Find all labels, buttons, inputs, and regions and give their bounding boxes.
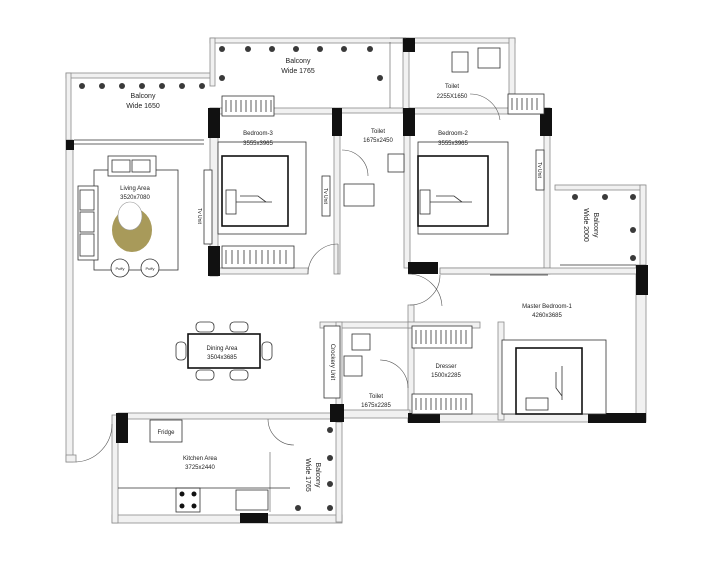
fridge [149,419,183,443]
kitchen-sink [235,489,269,511]
columns [66,38,648,523]
label-balcony-bottom-name: Balcony [314,463,321,488]
label-toilet-mid-name: Toilet [371,129,385,135]
label-dining-size: 3504x3685 [207,355,237,361]
label-bedroom2-name: Bedroom-2 [438,131,468,137]
railing-left [79,83,205,89]
hob [175,487,201,513]
wardrobe-bedroom2 [507,93,545,115]
wc-mid-toilet [343,183,375,207]
tv-unit-bedroom2 [535,149,545,191]
sanitary-fixtures [323,47,501,399]
tv-unit-bedroom3 [321,175,331,217]
doors [75,37,501,512]
wardrobe-bedroom3-bottom [221,245,295,269]
label-dresser-size: 1500x2285 [431,373,461,379]
sink-top-toilet [477,47,501,69]
label-dresser-name: Dresser [435,364,456,370]
label-balcony-top-name: Balcony [286,58,311,65]
bed-master [501,339,607,415]
label-dining-name: Dining Area [206,346,238,352]
label-master-name: Master Bedroom-1 [522,304,572,310]
railing-right [572,194,636,261]
room-labels: Balcony Wide 1650 Balcony Wide 1765 Toil… [120,58,599,492]
puffy-1 [110,258,130,278]
label-balcony-bottom-size: Wide 1765 [304,458,311,492]
puffy-2 [140,258,160,278]
label-tv-unit-living: Tv Unit [196,208,202,224]
wardrobe-dresser-bottom [411,393,473,415]
bed-bedroom3 [217,141,307,235]
living-furniture: Puffy Puffy [77,155,213,278]
windows [74,139,636,276]
label-fridge: Fridge [157,430,175,436]
puffy-label-1: Puffy [115,266,124,271]
wc-top-toilet [451,51,469,73]
dining-table [175,321,273,381]
label-bedroom3-name: Bedroom-3 [243,131,273,137]
kitchen-fixtures [118,419,290,513]
label-living-size: 3520x7080 [120,195,150,201]
label-balcony-left-size: Wide 1650 [126,103,160,110]
balcony-railings [79,46,636,511]
sink-mid-toilet [387,153,405,173]
label-toilet-mid-size: 1675x2450 [363,138,393,144]
fixture-labels: Fridge Crockery Unit Tv Unit Tv Unit Tv … [157,162,542,436]
tv-unit-living [203,169,213,245]
label-toilet-top-size: 2255X1650 [437,94,468,100]
crockery-unit [323,325,341,399]
label-kitchen-name: Kitchen Area [183,456,218,462]
label-toilet-top-name: Toilet [445,84,459,90]
sink-low-toilet [351,333,371,351]
label-balcony-left-name: Balcony [131,93,156,100]
wardrobes [221,93,545,415]
wardrobe-bedroom3-top [221,95,275,117]
railing-bottom [295,427,333,511]
label-bedroom3-size: 3555x3965 [243,141,273,147]
label-balcony-right-size: Wide 2000 [582,208,589,242]
railing-top [219,46,383,81]
label-balcony-top-size: Wide 1765 [281,68,315,75]
label-toilet-low-name: Toilet [369,394,383,400]
coffee-table [117,201,143,231]
bed-bedroom2 [417,141,509,235]
label-master-size: 4260x3685 [532,313,562,319]
wc-low-toilet [343,355,363,377]
wardrobe-dresser-top [411,325,473,349]
puffy-label-2: Puffy [145,266,154,271]
label-crockery-unit: Crockery Unit [329,344,335,381]
label-kitchen-size: 3725x2440 [185,465,215,471]
label-tv-unit-bedroom3: Tv Unit [322,188,328,204]
label-toilet-low-size: 1675x2285 [361,403,391,409]
label-bedroom2-size: 3555x3965 [438,141,468,147]
label-balcony-right-name: Balcony [592,213,599,238]
label-tv-unit-bedroom2: Tv Unit [536,162,542,178]
label-living-name: Living Area [120,186,150,192]
